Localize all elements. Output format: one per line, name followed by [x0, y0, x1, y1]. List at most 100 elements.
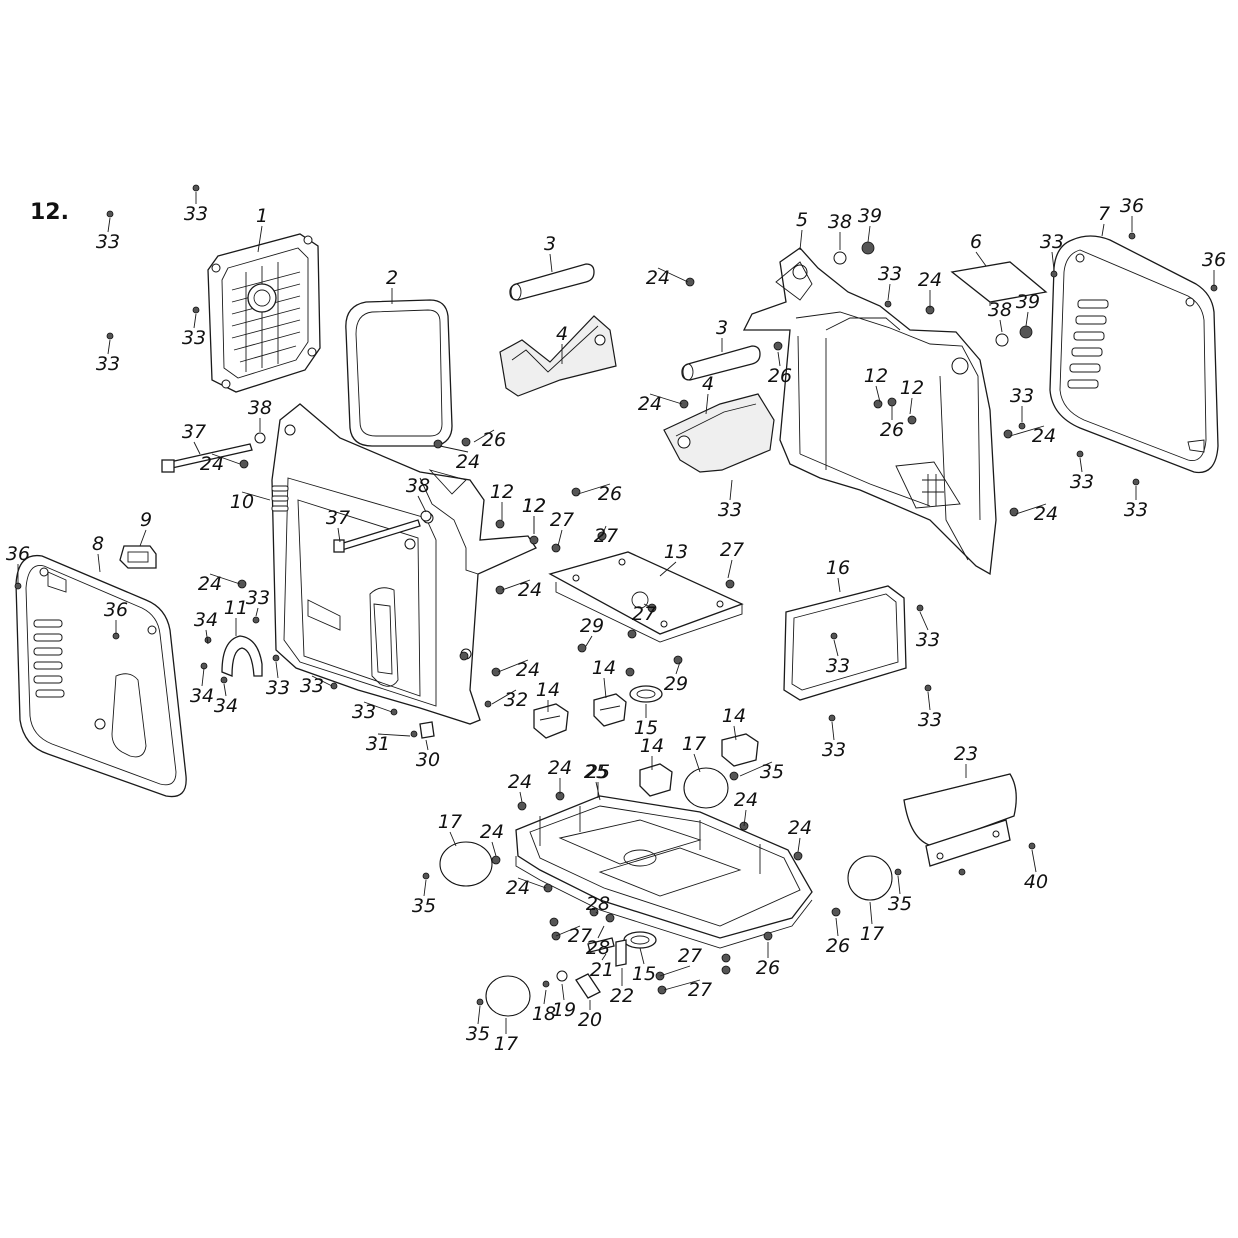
callout-label-35: 35 — [760, 761, 784, 783]
leader-line — [777, 351, 781, 367]
leader-line — [107, 339, 111, 355]
callout-label-36: 36 — [6, 543, 30, 565]
leader-line — [999, 319, 1003, 333]
leader-line — [557, 529, 563, 547]
callout-label-29: 29 — [580, 615, 604, 637]
leader-line — [659, 561, 677, 577]
leader-line — [597, 925, 605, 939]
leader-line — [501, 579, 531, 591]
part-washer-38-c — [995, 333, 1009, 347]
callout-label-33: 33 — [1010, 385, 1034, 407]
callout-label-33: 33 — [878, 263, 902, 285]
callout-label-15: 15 — [632, 963, 656, 985]
callout-label-40: 40 — [1024, 871, 1048, 893]
leader-line — [417, 495, 427, 513]
part-handle-grip-top — [499, 315, 617, 397]
callout-label-12: 12 — [864, 365, 888, 387]
leader-line — [603, 677, 607, 699]
callout-label-24: 24 — [480, 821, 504, 843]
part-washer-38-b — [254, 432, 266, 444]
callout-labels: 1233445678910111212121213141414141515161… — [6, 195, 1226, 1055]
leader-line — [201, 667, 205, 687]
callout-label-24: 24 — [646, 267, 670, 289]
part-mounting-plate — [548, 551, 744, 643]
leader-line — [909, 397, 913, 415]
callout-label-27: 27 — [594, 525, 618, 547]
leader-line — [577, 483, 611, 495]
part-bracket-11 — [221, 635, 263, 677]
callout-label-4: 4 — [702, 373, 714, 395]
callout-label-3: 3 — [716, 317, 728, 339]
callout-label-30: 30 — [416, 749, 440, 771]
callout-label-26: 26 — [826, 935, 850, 957]
callout-label-33: 33 — [1070, 471, 1094, 493]
leader-line — [733, 725, 737, 741]
callout-label-24: 24 — [1032, 425, 1056, 447]
callout-label-33: 33 — [916, 629, 940, 651]
callout-label-24: 24 — [506, 877, 530, 899]
callout-label-38: 38 — [406, 475, 430, 497]
callout-label-1: 1 — [256, 205, 268, 227]
callout-label-17: 17 — [438, 811, 462, 833]
callout-label-15: 15 — [634, 717, 658, 739]
leader-line — [1101, 223, 1105, 237]
leader-line — [311, 675, 333, 687]
callout-label-27: 27 — [678, 945, 702, 967]
callout-label-12: 12 — [900, 377, 924, 399]
leader-line — [275, 661, 279, 679]
leader-line — [869, 901, 873, 925]
callout-label-33: 33 — [184, 203, 208, 225]
leader-line — [601, 525, 607, 537]
leader-line — [1025, 311, 1029, 327]
part-engine-mount-a — [533, 703, 569, 739]
leader-lines — [17, 192, 1215, 1034]
callout-label-9: 9 — [140, 509, 152, 531]
leader-line — [799, 229, 803, 251]
leader-line — [797, 837, 801, 853]
leader-line — [491, 841, 497, 857]
leader-line — [595, 911, 599, 915]
part-washer-19 — [556, 970, 568, 982]
callout-label-34: 34 — [214, 695, 238, 717]
leader-line — [601, 953, 607, 961]
callout-label-33: 33 — [182, 327, 206, 349]
callout-label-27: 27 — [632, 603, 656, 625]
leader-line — [743, 809, 747, 827]
callout-label-33: 33 — [718, 499, 742, 521]
figure-number: 12. — [30, 200, 69, 225]
leader-line — [833, 639, 839, 657]
leader-line — [257, 225, 263, 253]
callout-label-27: 27 — [550, 509, 574, 531]
callout-label-38: 38 — [828, 211, 852, 233]
callout-label-4: 4 — [556, 323, 568, 345]
callout-label-20: 20 — [578, 1009, 602, 1031]
part-grommet-9 — [119, 545, 157, 569]
leader-line — [919, 611, 929, 631]
part-grommet-15-top — [629, 685, 663, 703]
leader-line — [975, 251, 987, 267]
callout-label-5: 5 — [796, 209, 808, 231]
leader-line — [675, 661, 681, 675]
callout-label-6: 6 — [970, 231, 982, 253]
callout-label-33: 33 — [352, 701, 376, 723]
leader-line — [241, 491, 271, 501]
leader-line — [555, 925, 581, 937]
leader-line — [97, 553, 101, 573]
callout-label-24: 24 — [638, 393, 662, 415]
callout-label-24: 24 — [734, 789, 758, 811]
leader-line — [107, 217, 111, 233]
leader-line — [497, 659, 529, 673]
part-engine-mount-c — [639, 763, 673, 797]
callout-label-21: 21 — [590, 959, 614, 981]
part-foam-disk-a — [439, 841, 493, 887]
leader-line — [549, 253, 553, 273]
part-engine-mount-b — [593, 693, 627, 727]
callout-label-33: 33 — [266, 677, 290, 699]
callout-label-26: 26 — [756, 957, 780, 979]
part-handle-rod-mid — [681, 345, 761, 381]
leader-line — [205, 629, 209, 645]
part-nut-39-a — [861, 241, 875, 255]
leader-line — [439, 445, 469, 453]
part-right-side-panel — [1049, 235, 1219, 474]
